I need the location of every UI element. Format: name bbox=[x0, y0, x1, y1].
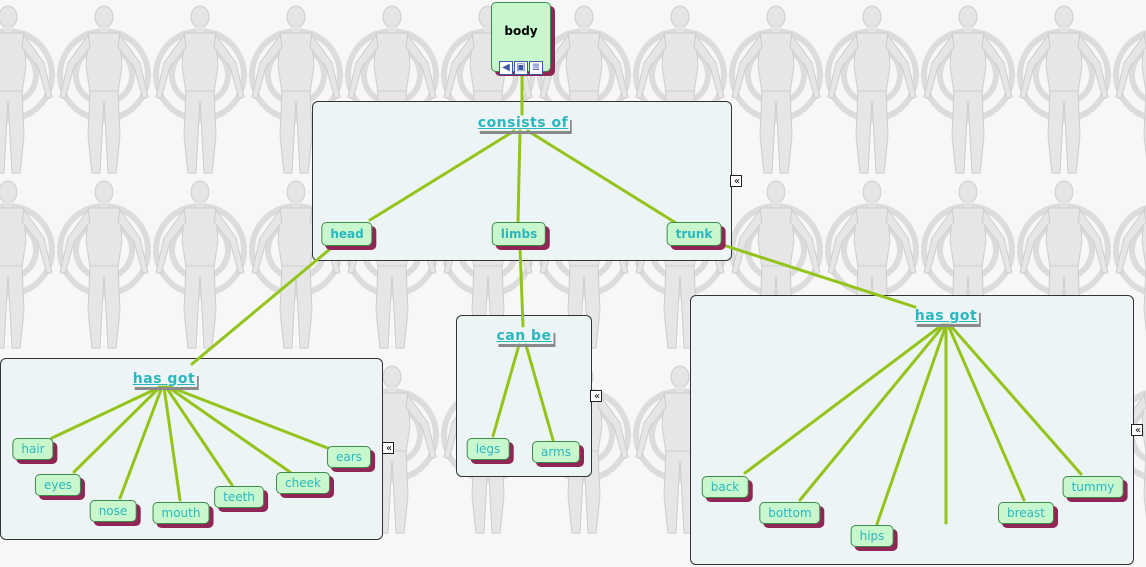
figure-silhouette bbox=[828, 6, 916, 173]
concept-ears[interactable]: ears bbox=[327, 446, 371, 468]
figure-silhouette bbox=[156, 6, 244, 173]
link-phrase-head-has-got[interactable]: has got bbox=[132, 371, 196, 387]
panel-trunk-parts bbox=[690, 295, 1134, 565]
concept-hair[interactable]: hair bbox=[12, 438, 54, 460]
figure-silhouette bbox=[0, 6, 52, 173]
link-phrase-trunk-has-got[interactable]: has got bbox=[914, 308, 978, 324]
text-doc-icon[interactable]: ≣ bbox=[529, 61, 543, 75]
concept-head[interactable]: head bbox=[321, 222, 373, 246]
concept-limbs[interactable]: limbs bbox=[491, 222, 547, 246]
concept-hips[interactable]: hips bbox=[850, 525, 894, 547]
figure-silhouette bbox=[1116, 6, 1146, 173]
concept-nose[interactable]: nose bbox=[89, 500, 137, 522]
link-phrase-limbs-can-be[interactable]: can be bbox=[496, 328, 552, 344]
concept-mouth[interactable]: mouth bbox=[152, 502, 210, 524]
figure-silhouette bbox=[156, 181, 244, 348]
concept-breast[interactable]: breast bbox=[998, 502, 1054, 524]
collapse-panel-body-parts-button[interactable]: « bbox=[730, 175, 742, 187]
concept-cheek[interactable]: cheek bbox=[276, 472, 330, 494]
concept-root-label: body bbox=[504, 24, 538, 38]
figure-silhouette bbox=[732, 6, 820, 173]
concept-eyes[interactable]: eyes bbox=[34, 474, 82, 496]
figure-silhouette bbox=[0, 181, 52, 348]
concept-tummy[interactable]: tummy bbox=[1062, 476, 1124, 498]
figure-silhouette bbox=[1020, 6, 1108, 173]
concept-trunk[interactable]: trunk bbox=[666, 222, 722, 246]
figure-silhouette bbox=[924, 6, 1012, 173]
image-icon[interactable]: ▣ bbox=[514, 61, 528, 75]
collapse-panel-head-features-button[interactable]: « bbox=[382, 442, 394, 454]
concept-teeth[interactable]: teeth bbox=[214, 486, 264, 508]
figure-silhouette bbox=[60, 6, 148, 173]
collapse-panel-trunk-parts-button[interactable]: « bbox=[1131, 424, 1143, 436]
concept-legs[interactable]: legs bbox=[466, 438, 510, 460]
concept-root-node[interactable]: body ◀ ▣ ≣ bbox=[491, 2, 551, 75]
collapse-panel-limbs-types-button[interactable]: « bbox=[590, 390, 602, 402]
audio-icon[interactable]: ◀ bbox=[499, 61, 513, 75]
figure-silhouette bbox=[60, 181, 148, 348]
concept-arms[interactable]: arms bbox=[531, 441, 581, 463]
concept-back[interactable]: back bbox=[701, 476, 749, 498]
concept-bottom[interactable]: bottom bbox=[759, 502, 821, 524]
link-phrase-consists-of[interactable]: consists of bbox=[477, 115, 569, 131]
